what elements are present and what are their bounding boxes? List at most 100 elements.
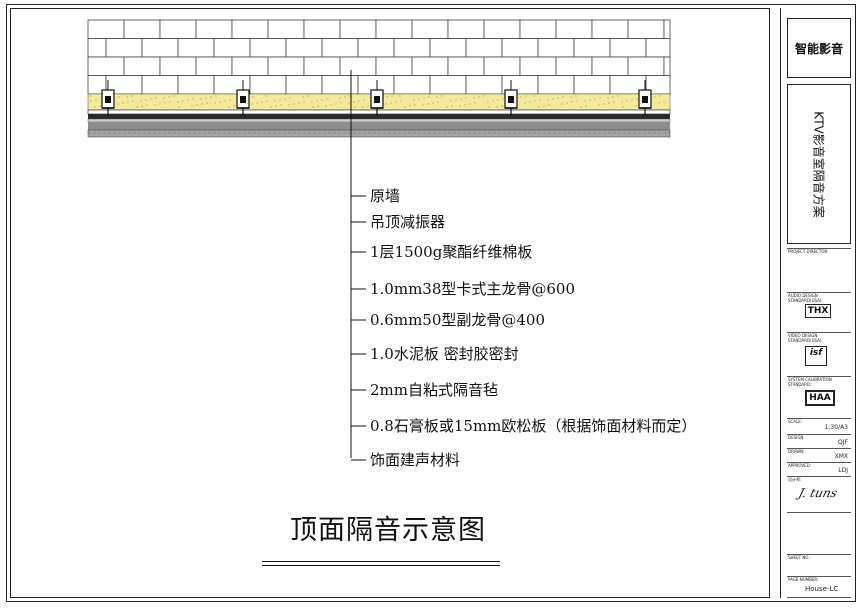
fiber-dot <box>534 100 536 102</box>
fiber-dot <box>284 98 286 100</box>
brick <box>375 56 413 76</box>
fiber-dot <box>159 103 161 105</box>
damper-hanger <box>638 80 652 116</box>
fiber-dot <box>460 98 462 100</box>
brick <box>645 38 671 58</box>
fiber-dot <box>90 100 92 102</box>
brick <box>411 56 449 76</box>
brick <box>249 38 287 58</box>
audio-standard-row: AUDIO DESIGN STANDARD(USA): <box>787 292 851 332</box>
brick <box>393 75 431 95</box>
fiber-dot <box>367 105 369 107</box>
fiber-dot <box>265 95 267 97</box>
damper-hanger <box>370 80 384 116</box>
brick <box>465 38 503 58</box>
brick <box>159 19 197 39</box>
brick <box>393 38 431 58</box>
fiber-dot <box>446 106 448 108</box>
fiber-dot <box>214 102 216 104</box>
brick <box>285 38 323 58</box>
approved-row: APPROVED: LDJ <box>787 462 851 476</box>
fiber-dot <box>659 95 661 97</box>
fiber-dot <box>206 102 208 104</box>
fiber-dot <box>164 102 166 104</box>
brick <box>267 19 305 39</box>
fiber-dot <box>598 104 600 106</box>
brick <box>285 75 323 95</box>
brick <box>465 75 503 95</box>
fiber-dot <box>117 103 119 105</box>
fiber-dot <box>404 106 406 108</box>
fiber-dot <box>280 104 282 106</box>
fiber-dot <box>274 100 276 102</box>
fiber-dot <box>413 99 415 101</box>
brick <box>375 19 413 39</box>
brick <box>249 75 287 95</box>
fiber-dot <box>132 100 134 102</box>
brick <box>591 56 629 76</box>
brick <box>141 38 179 58</box>
fiber-dot <box>539 99 541 101</box>
fiber-dot <box>261 101 263 103</box>
layer-label: 2mm自粘式隔音毡 <box>370 381 498 399</box>
fiber-dot <box>478 96 480 98</box>
brick <box>159 56 197 76</box>
fiber-dot <box>339 97 341 99</box>
fiber-dot <box>353 101 355 103</box>
fiber-dot <box>423 97 425 99</box>
brick <box>339 56 377 76</box>
brick <box>177 75 215 95</box>
brick <box>447 56 485 76</box>
fiber-dot <box>386 96 388 98</box>
fiber-dot <box>422 104 424 106</box>
brick <box>123 56 161 76</box>
fiber-dot <box>155 97 157 99</box>
fiber-dot <box>636 98 638 100</box>
fiber-dot <box>594 98 596 100</box>
fiber-dot <box>585 105 587 107</box>
fiber-dot <box>469 103 471 105</box>
fiber-dot <box>302 96 304 98</box>
fiber-dot <box>557 97 559 99</box>
fiber-dot <box>150 98 152 100</box>
brick-wall <box>87 19 671 95</box>
brick <box>663 19 671 39</box>
layer-label: 0.8石膏板或15mm欧松板（根据饰面材料而定） <box>370 417 697 435</box>
fiber-dot <box>385 103 387 105</box>
fiber-dot <box>465 97 467 99</box>
fiber-dot <box>321 99 323 101</box>
fiber-dot <box>570 96 572 98</box>
thx-logo: THX <box>805 304 831 318</box>
revision-table <box>787 512 851 546</box>
brick <box>537 38 575 58</box>
fiber-dot <box>547 99 549 101</box>
isf-logo: isf <box>805 346 827 366</box>
fiber-dot <box>163 97 165 99</box>
sound-felt-layer <box>87 118 671 123</box>
fiber-dot <box>488 106 490 108</box>
brick <box>663 56 671 76</box>
haa-logo: HAA <box>805 390 835 406</box>
fiber-dot <box>362 106 364 108</box>
calibration-standard-row: SYSTEM CALIBRATION STANDARD: <box>787 376 851 416</box>
layer-label: 1.0水泥板 密封胶密封 <box>370 345 519 363</box>
fiber-dot <box>552 98 554 100</box>
brick <box>195 19 233 39</box>
fiber-dot <box>126 96 128 98</box>
title-underline <box>262 561 500 562</box>
fiber-dot <box>325 105 327 107</box>
brick <box>339 19 377 39</box>
fiber-dot <box>303 101 305 103</box>
fiber-dot <box>502 98 504 100</box>
fiber-dot <box>451 105 453 107</box>
drawing-border-outer <box>6 4 856 602</box>
damper-hanger <box>504 80 518 116</box>
fiber-dot <box>487 101 489 103</box>
damper-hanger <box>101 80 115 116</box>
project-name: KTV影音室隔音方案 <box>811 110 826 218</box>
brick <box>447 19 485 39</box>
fiber-dot <box>219 101 221 103</box>
fiber-dot <box>335 103 337 105</box>
fiber-dot <box>538 106 540 108</box>
layer-label: 原墙 <box>370 187 401 205</box>
